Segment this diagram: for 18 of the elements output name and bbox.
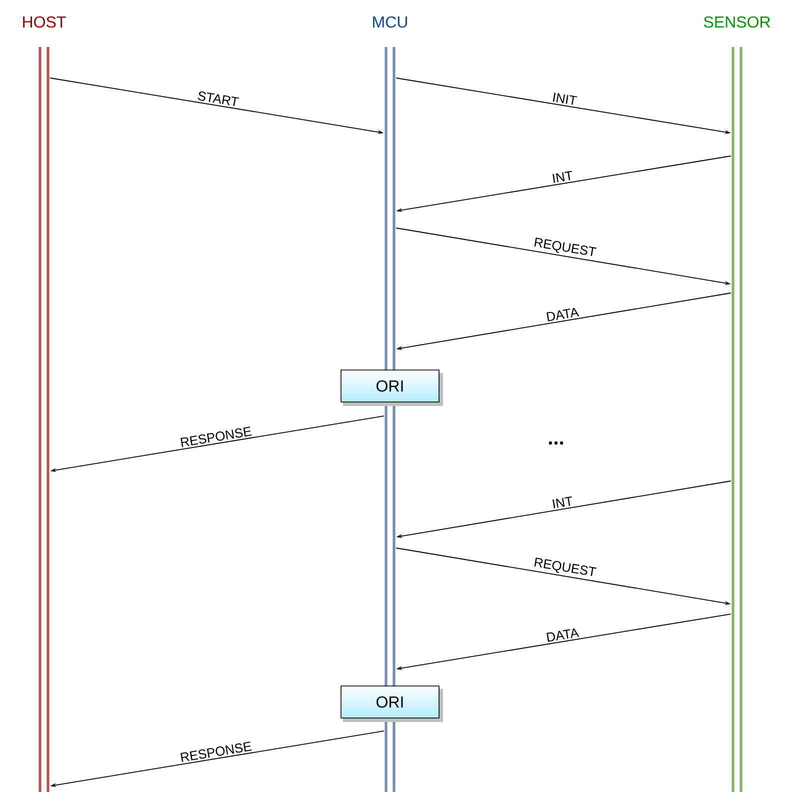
edge-label: DATA bbox=[546, 628, 580, 642]
edge-label: INT bbox=[552, 496, 572, 508]
lifeline bbox=[732, 47, 742, 792]
process-box: ORI bbox=[340, 686, 443, 722]
edge-label: INT bbox=[552, 170, 572, 183]
process-box: ORI bbox=[340, 370, 443, 406]
edge-label: INIT bbox=[552, 92, 578, 105]
lifeline bbox=[38, 47, 50, 792]
lifeline-heading: SENSOR bbox=[704, 16, 770, 28]
edge-label: RESPONSE bbox=[180, 742, 252, 762]
lifeline-heading: MCU bbox=[373, 16, 407, 28]
edge-label: START bbox=[198, 92, 239, 106]
edge-label: DATA bbox=[546, 308, 580, 322]
edge-label: RESPONSE bbox=[180, 426, 252, 447]
edge-label: REQUEST bbox=[534, 558, 596, 576]
edge-label: REQUEST bbox=[534, 238, 596, 256]
lifeline-heading: HOST bbox=[23, 16, 66, 28]
ellipsis: ... bbox=[549, 442, 563, 444]
